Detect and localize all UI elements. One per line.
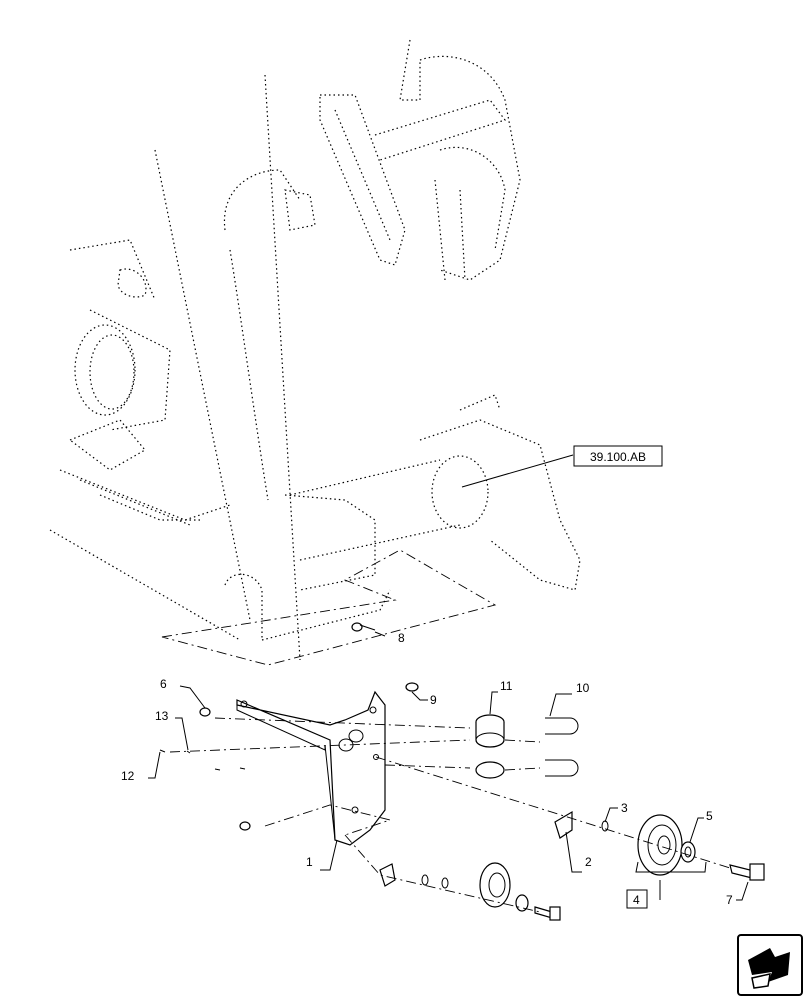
callout-6[interactable]: 6 [160,677,167,691]
callout-3[interactable]: 3 [621,801,628,815]
callout-8[interactable]: 8 [398,631,405,645]
callout-5[interactable]: 5 [706,809,713,823]
hardware-parts [159,622,765,921]
reference-callout[interactable]: 39.100.AB [573,445,663,467]
leader-lines [148,454,749,901]
reference-label: 39.100.AB [590,450,646,464]
callout-10[interactable]: 10 [576,681,590,695]
callout-9[interactable]: 9 [430,693,437,707]
machine-frame-background [49,39,581,666]
callout-labels: 1 2 3 4 5 6 7 8 9 10 11 12 13 [121,631,733,909]
callout-4[interactable]: 4 [633,893,640,907]
bracket-part-1 [236,690,386,846]
callout-4-box [626,889,648,909]
callout-12[interactable]: 12 [121,769,135,783]
callout-1[interactable]: 1 [306,855,313,869]
assembly-center-lines [169,717,731,913]
arrow-navigation-icon[interactable] [737,934,803,996]
callout-7[interactable]: 7 [726,893,733,907]
callout-11[interactable]: 11 [500,679,513,693]
callout-2[interactable]: 2 [585,855,592,869]
callout-13[interactable]: 13 [155,709,169,723]
